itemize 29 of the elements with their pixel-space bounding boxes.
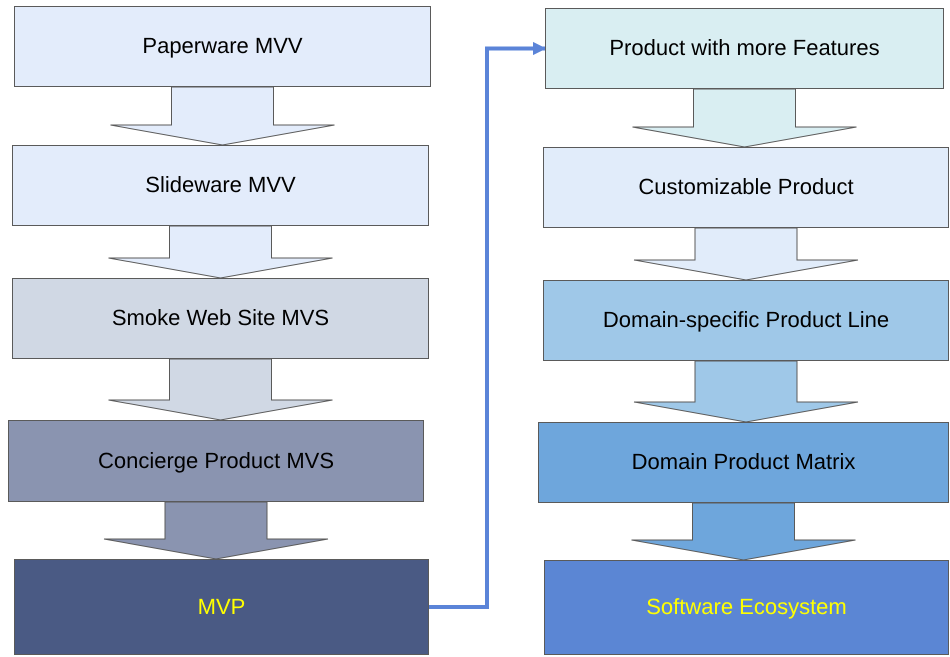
- process-box: [14, 559, 429, 655]
- process-box: [12, 145, 429, 226]
- box-label: Smoke Web Site MVS: [110, 305, 330, 332]
- process-box: [544, 560, 949, 655]
- block-arrow: [634, 228, 858, 280]
- box-label: Product with more Features: [608, 35, 881, 62]
- block-arrow: [631, 502, 856, 560]
- block-arrow: [632, 88, 857, 148]
- block-arrow: [104, 502, 328, 560]
- process-box: [543, 280, 949, 361]
- process-box: [543, 147, 949, 228]
- box-label: Domain Product Matrix: [630, 449, 856, 476]
- box-label: Slideware MVV: [144, 172, 297, 199]
- process-box: [12, 278, 429, 359]
- arrow: [429, 42, 546, 609]
- box-label: Concierge Product MVS: [97, 448, 335, 474]
- box-label: Customizable Product: [637, 174, 855, 201]
- block-arrow: [108, 226, 333, 278]
- process-box: [14, 6, 431, 87]
- box-label: Software Ecosystem: [645, 594, 848, 621]
- process-box: [545, 8, 944, 89]
- block-arrow: [108, 358, 333, 420]
- block-arrow: [634, 360, 858, 422]
- process-box: [538, 422, 949, 503]
- box-label: Paperware MVV: [141, 33, 304, 60]
- process-box: [8, 420, 424, 502]
- box-label: Domain-specific Product Line: [602, 307, 890, 334]
- box-label: MVP: [196, 594, 246, 620]
- block-arrow: [110, 86, 335, 146]
